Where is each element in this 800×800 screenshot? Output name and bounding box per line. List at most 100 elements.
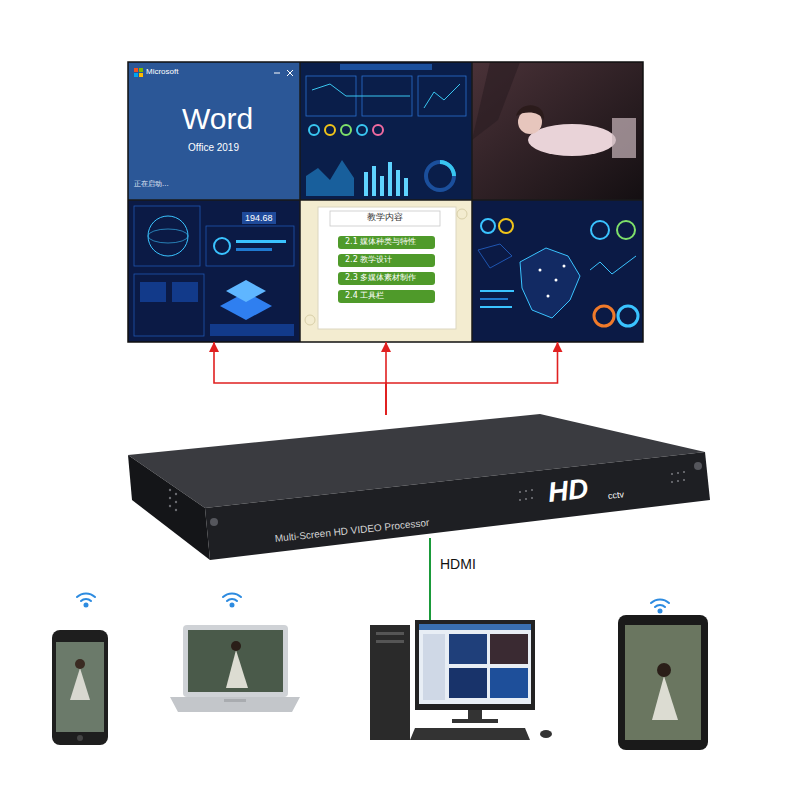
signal-name: HDMI (440, 556, 476, 572)
item-text: 2.1 媒体种类与特性 (345, 237, 428, 246)
video-wall-part (148, 216, 188, 256)
wifi-icon-part (651, 599, 669, 603)
laptop-part (170, 697, 300, 712)
processor-housing-part-part (683, 471, 685, 473)
processor-housing-part-part (683, 479, 685, 481)
processor-housing-part-part (531, 489, 533, 491)
video-wall-part (139, 73, 143, 77)
menu-item: 2.3 多媒体素材制作 (338, 272, 435, 285)
video-wall-part-part (364, 172, 368, 196)
video-wall-part (480, 290, 514, 292)
processor-housing-part-part (671, 481, 673, 483)
brand-text: Microsoft (146, 67, 178, 76)
video-panel (472, 200, 643, 342)
video-wall-part (539, 269, 542, 272)
video-wall-part (520, 248, 580, 318)
smartphone-part (77, 735, 83, 741)
video-wall-part (357, 125, 367, 135)
video-wall-part (128, 200, 300, 342)
smartphone-part (56, 642, 104, 732)
laptop-part (226, 650, 248, 688)
wifi-icon-part (77, 593, 95, 597)
processor-housing-part-part (531, 497, 533, 499)
video-wall-part (481, 219, 495, 233)
video-wall-part (300, 200, 472, 342)
desktop-pc-part (376, 632, 404, 635)
processor-housing-part-part (169, 505, 171, 507)
wifi-icon-part (227, 599, 237, 601)
smartphone-part (75, 659, 85, 669)
video-wall-part (214, 238, 230, 254)
processor-housing-part (169, 489, 177, 511)
processor-housing-part-part (525, 490, 527, 492)
video-wall-part-part (372, 166, 376, 196)
video-wall-part (128, 199, 643, 201)
video-wall-part (309, 125, 319, 135)
video-wall-part (424, 84, 460, 108)
video-wall-part-part (380, 176, 384, 196)
processor-housing-part-part (169, 497, 171, 499)
wifi-icon (77, 593, 95, 606)
video-wall-part-part (396, 170, 400, 196)
wifi-icon-part (223, 593, 241, 597)
video-wall-part (236, 248, 272, 251)
item-text: 2.2 教学设计 (345, 255, 428, 264)
smartphone (52, 630, 108, 745)
wifi-icon-part (85, 604, 88, 607)
video-wall (128, 62, 643, 342)
wifi-icon-part (81, 599, 91, 601)
video-wall-part (341, 125, 351, 135)
video-panel: 194.68 (128, 200, 300, 342)
desktop-pc-part (540, 730, 552, 738)
tablet-part (652, 676, 678, 720)
video-wall-part (373, 125, 383, 135)
video-wall-part (478, 244, 512, 268)
video-wall-part (128, 62, 300, 200)
video-wall-part (528, 124, 616, 156)
video-wall-part (206, 226, 294, 266)
processor-housing-part (210, 518, 218, 526)
desktop-pc-part (410, 728, 530, 740)
video-wall-part (516, 105, 544, 120)
item-text: 2.4 工具栏 (345, 291, 428, 300)
video-wall-part (480, 298, 508, 300)
video-wall-part (299, 62, 301, 342)
video-wall-part (480, 306, 512, 308)
menu-item: 2.2 教学设计 (338, 254, 435, 267)
video-wall-part (618, 306, 638, 326)
video-wall-part (318, 207, 456, 329)
processor-housing-part (519, 471, 685, 501)
desktop-pc-part (468, 710, 482, 720)
video-wall-part (226, 280, 266, 302)
app-version: Office 2019 (188, 142, 239, 154)
video-panel: 2.1 媒体种类与特性2.2 教学设计2.3 多媒体素材制作2.4 工具栏教学内… (300, 200, 472, 342)
wifi-icon (223, 593, 241, 606)
tablet-part (657, 663, 671, 677)
processor-housing-part-part (175, 493, 177, 495)
video-wall-part (457, 209, 467, 219)
video-wall-part (499, 219, 513, 233)
logo-subtext: cctv (607, 489, 624, 501)
video-wall-part (472, 62, 643, 200)
video-wall-part (612, 118, 636, 158)
metric-value: 194.68 (242, 212, 276, 224)
status-text: 正在启动... (134, 180, 169, 188)
video-wall-part (306, 160, 354, 196)
desktop-pc-part (423, 634, 445, 700)
processor-housing (128, 414, 710, 560)
video-wall-part (312, 84, 410, 96)
video-wall-part (563, 265, 566, 268)
desktop-pc (370, 620, 552, 740)
video-wall-part (139, 68, 143, 72)
wifi-icon-part (231, 604, 234, 607)
desktop-pc-part (449, 668, 487, 698)
video-wall-part (305, 315, 315, 325)
video-wall-part (418, 76, 466, 116)
processor-housing-part-part (175, 501, 177, 503)
video-panel: MicrosoftWordOffice 2019正在启动... (128, 62, 300, 200)
smartphone-part (70, 668, 90, 700)
tablet-part (625, 625, 701, 740)
processor-housing-part-part (677, 472, 679, 474)
